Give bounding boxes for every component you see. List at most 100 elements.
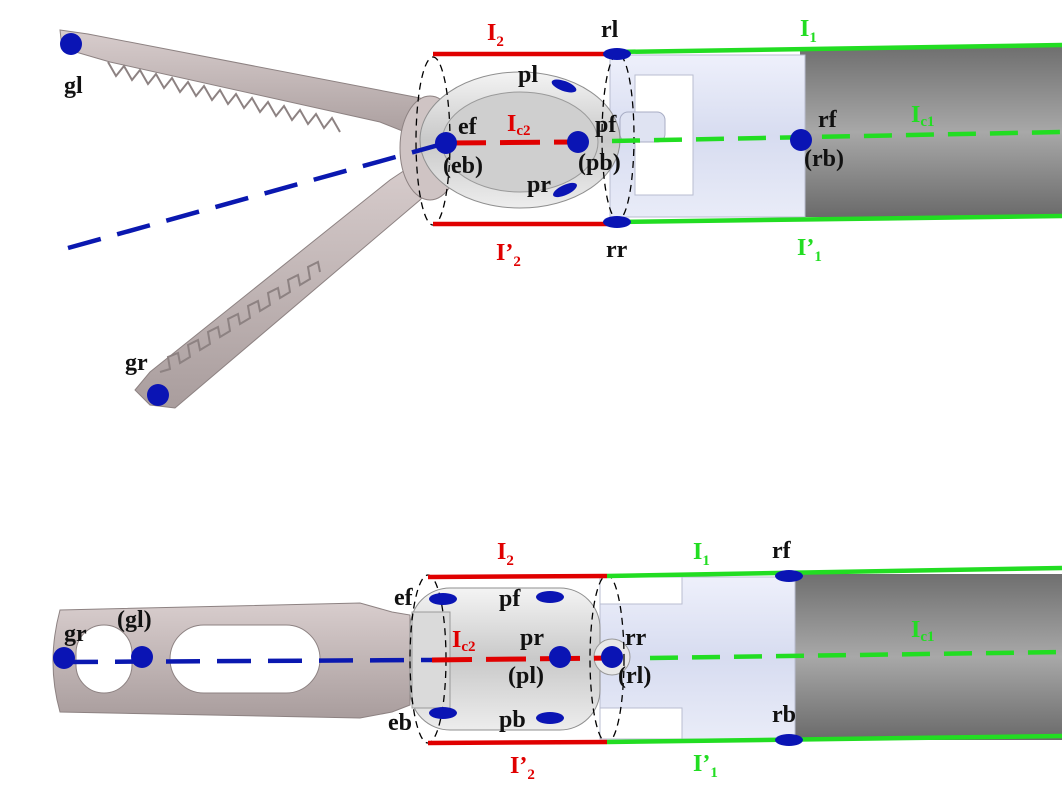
top-label-I1: I1 (800, 16, 817, 46)
top-label-Ic2-base: I (507, 111, 516, 137)
bottom-link-I2 (427, 573, 608, 580)
bottom-label-I2-sub: 2 (506, 553, 514, 569)
bottom-label-gl: (gl) (117, 607, 152, 633)
top-upper-jaw-teeth (107, 61, 341, 133)
top-label-pf: pf (595, 112, 617, 138)
bottom-label-Ic2: Ic2 (452, 627, 476, 655)
top-label-Ic1: Ic1 (911, 102, 935, 130)
bottom-label-pr: pr (520, 625, 544, 651)
top-label-Ip1-sub: 1 (814, 249, 822, 265)
top-label-gr: gr (125, 350, 148, 376)
bottom-label-I2: I2 (497, 539, 514, 569)
top-label-pb: (pb) (578, 150, 621, 176)
bottom-label-Ip1-sub: 1 (710, 765, 718, 781)
top-link-Ic2 (445, 139, 579, 146)
top-marker-gl (60, 33, 82, 55)
bottom-sleeve-notch-top (599, 576, 683, 605)
top-label-Ip2-base: I’ (496, 240, 513, 266)
top-label-rf: rf (818, 107, 838, 133)
top-pin-tab (619, 111, 666, 143)
bottom-marker-rr (601, 646, 623, 668)
top-label-rb: (rb) (804, 146, 844, 172)
bottom-label-eb: eb (388, 710, 412, 736)
bottom-link-Ic1 (649, 649, 1062, 661)
bottom-label-I2-base: I (497, 539, 506, 565)
top-label-Ip2: I’2 (496, 240, 521, 270)
bottom-marker-pr (549, 646, 571, 668)
top-view: gl gr I2 I1 I’2 I’1 Ic2 Ic1 rl rr pl pr … (59, 16, 1062, 409)
bottom-jaw-axis (63, 657, 433, 665)
bottom-label-gr: gr (64, 621, 87, 647)
top-marker-pf (567, 131, 589, 153)
bottom-marker-gl (131, 646, 153, 668)
top-marker-rf (790, 129, 812, 151)
bottom-marker-rf (775, 570, 803, 582)
top-marker-gr (147, 384, 169, 406)
top-label-rl: rl (601, 17, 619, 43)
bottom-label-I1-base: I (693, 539, 702, 565)
bottom-link-Ip2 (427, 739, 608, 746)
top-label-eb: (eb) (443, 153, 483, 179)
top-marker-ef (435, 132, 457, 154)
top-upper-jaw (59, 29, 441, 139)
top-label-ef: ef (458, 114, 478, 140)
top-shaft (800, 47, 1062, 217)
bottom-link-Ic2 (431, 655, 613, 663)
bottom-marker-eb (429, 707, 457, 719)
bottom-label-Ic1: Ic1 (911, 617, 935, 645)
bottom-sleeve-notch-bottom (599, 707, 683, 740)
top-label-Ip2-sub: 2 (513, 254, 521, 270)
bottom-marker-ef (429, 593, 457, 605)
top-label-gl: gl (64, 73, 83, 99)
bottom-label-Ic1-base: I (911, 617, 920, 643)
bottom-label-pl: (pl) (508, 663, 544, 689)
bottom-marker-gr (53, 647, 75, 669)
bottom-label-I1: I1 (693, 539, 710, 569)
bottom-label-Ip2: I’2 (510, 753, 535, 783)
top-marker-pl (551, 79, 577, 93)
top-label-I2-sub: 2 (496, 34, 504, 50)
top-label-I2-base: I (487, 20, 496, 46)
top-label-Ip1-base: I’ (797, 235, 814, 261)
bottom-label-I1-sub: 1 (702, 553, 710, 569)
bottom-label-Ic2-base: I (452, 627, 461, 653)
bottom-label-ef: ef (394, 585, 414, 611)
bottom-label-Ic1-sub: c1 (920, 629, 934, 645)
bottom-label-rl: (rl) (618, 663, 651, 689)
top-label-I2: I2 (487, 20, 504, 50)
bottom-marker-rb (775, 734, 803, 746)
top-link-Ic1 (611, 129, 1062, 144)
bottom-label-Ic2-sub: c2 (461, 639, 475, 655)
bottom-marker-pf (536, 591, 564, 603)
top-label-I1-base: I (800, 16, 809, 42)
top-marker-pr (553, 182, 577, 198)
top-label-Ic2: Ic2 (507, 111, 531, 139)
bottom-label-rr: rr (625, 625, 647, 651)
bottom-link-I1 (606, 565, 1062, 579)
bottom-label-pb: pb (499, 707, 526, 733)
top-lower-jaw (134, 159, 441, 409)
bottom-label-rf: rf (772, 538, 792, 564)
top-label-Ic1-base: I (911, 102, 920, 128)
bottom-label-Ip1: I’1 (693, 751, 718, 781)
bottom-marker-pb (536, 712, 564, 724)
top-link-Ip1 (615, 213, 1062, 225)
top-label-Ic2-sub: c2 (516, 123, 530, 139)
bottom-label-rb: rb (772, 702, 796, 728)
top-label-I1-sub: 1 (809, 30, 817, 46)
bottom-link-Ip1 (606, 733, 1062, 745)
bottom-view: gr (gl) I2 I1 I’2 I’1 Ic2 Ic1 ef eb pf p… (52, 538, 1062, 783)
bottom-label-Ip2-sub: 2 (527, 767, 535, 783)
top-label-rr: rr (606, 237, 628, 263)
top-label-Ic1-sub: c1 (920, 114, 934, 130)
bottom-label-Ip1-base: I’ (693, 751, 710, 777)
top-label-pl: pl (518, 62, 538, 88)
top-jaw-axis (67, 140, 447, 251)
bottom-label-Ip2-base: I’ (510, 753, 527, 779)
top-marker-rl (603, 48, 631, 60)
top-lower-jaw-teeth (159, 260, 321, 373)
top-link-I1 (615, 42, 1062, 55)
top-label-Ip1: I’1 (797, 235, 822, 265)
bottom-label-pf: pf (499, 586, 521, 612)
